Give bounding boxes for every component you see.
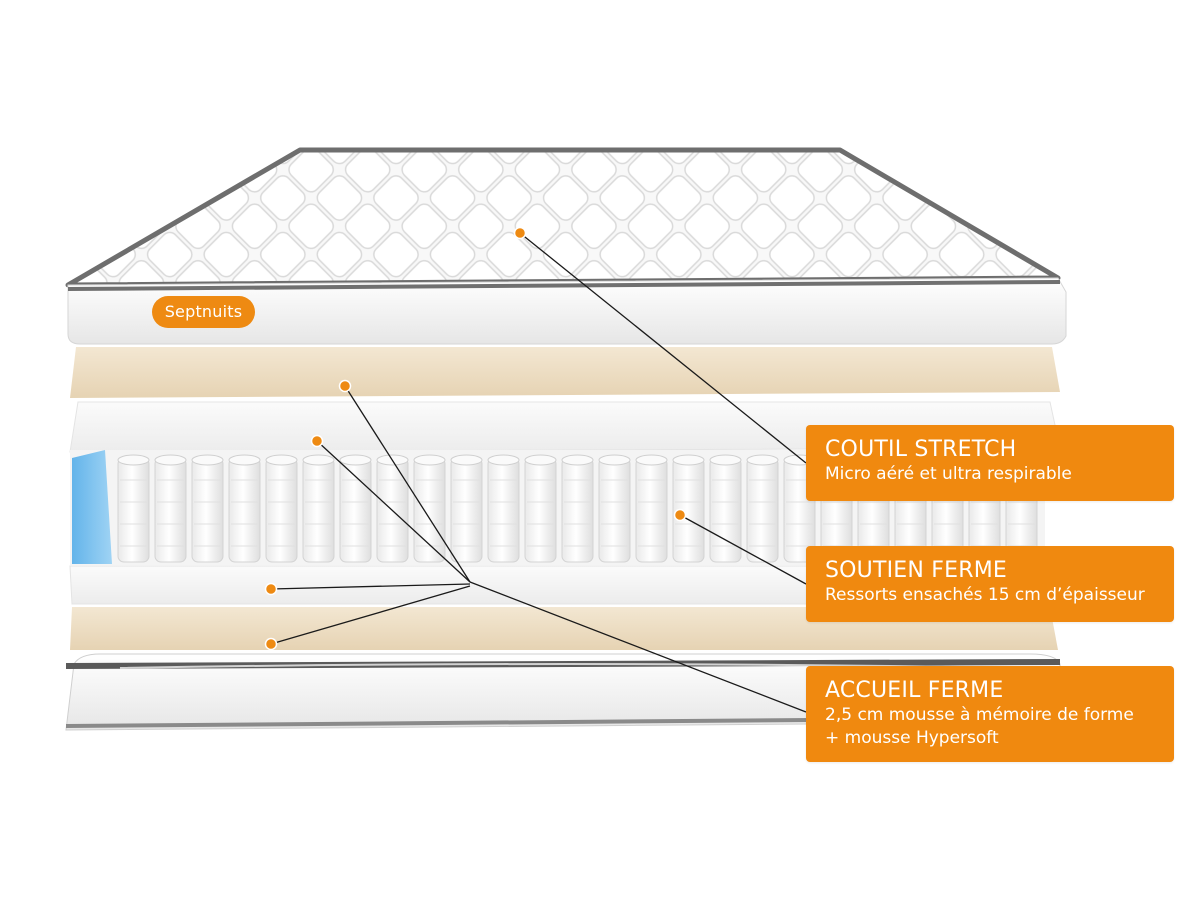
blue-edge-foam (72, 450, 112, 564)
callout-accueil-ferme: ACCUEIL FERME 2,5 cm mousse à mémoire de… (806, 666, 1174, 762)
spring-coil-top (117, 454, 150, 466)
marker-dot (310, 434, 324, 448)
callout-subtitle: 2,5 cm mousse à mémoire de forme (825, 705, 1134, 725)
marker-dot (513, 226, 527, 240)
callout-coutil-stretch: COUTIL STRETCH Micro aéré et ultra respi… (806, 425, 1174, 501)
leader-line-accueil (469, 581, 807, 713)
spring-coil-top (339, 454, 372, 466)
spring-coil-top (561, 454, 594, 466)
callout-soutien-ferme: SOUTIEN FERME Ressorts ensachés 15 cm d’… (806, 546, 1174, 622)
leader-line-soutien (679, 514, 807, 585)
leader-lines (270, 232, 807, 713)
spring-coil-top (228, 454, 261, 466)
callout-subtitle: Ressorts ensachés 15 cm d’épaisseur (825, 585, 1145, 605)
marker-dot (264, 582, 278, 596)
leader-line-branch-2 (316, 440, 471, 583)
leader-line-branch-3 (270, 583, 471, 590)
top-cover-layer (65, 147, 1067, 345)
callout-title: ACCUEIL FERME (825, 678, 1004, 703)
spring-coil-top (413, 454, 446, 466)
spring-coil-top (302, 454, 335, 466)
spring-coil-top (487, 454, 520, 466)
spring-coil-top (450, 454, 483, 466)
spring-coil-top (746, 454, 779, 466)
callout-subtitle: Micro aéré et ultra respirable (825, 464, 1072, 484)
spring-coil-top (709, 454, 742, 466)
upper-beige-foam-layer (70, 347, 1060, 398)
spring-coil-top (635, 454, 668, 466)
marker-dot (264, 637, 278, 651)
callout-title: SOUTIEN FERME (825, 558, 1007, 583)
spring-coil-top (672, 454, 705, 466)
marker-dot (338, 379, 352, 393)
leader-line-coutil (519, 232, 807, 464)
spring-coil-top (265, 454, 298, 466)
callout-subtitle: + mousse Hypersoft (825, 728, 999, 748)
spring-coil-top (191, 454, 224, 466)
marker-dot (673, 508, 687, 522)
brand-logo-badge: Septnuits (152, 296, 255, 328)
spring-coil-top (524, 454, 557, 466)
spring-coil-top (598, 454, 631, 466)
marker-dots (264, 226, 687, 651)
spring-coil-top (154, 454, 187, 466)
callout-title: COUTIL STRETCH (825, 437, 1017, 462)
leader-line-branch-1 (344, 385, 471, 583)
leader-line-branch-4 (270, 585, 471, 645)
